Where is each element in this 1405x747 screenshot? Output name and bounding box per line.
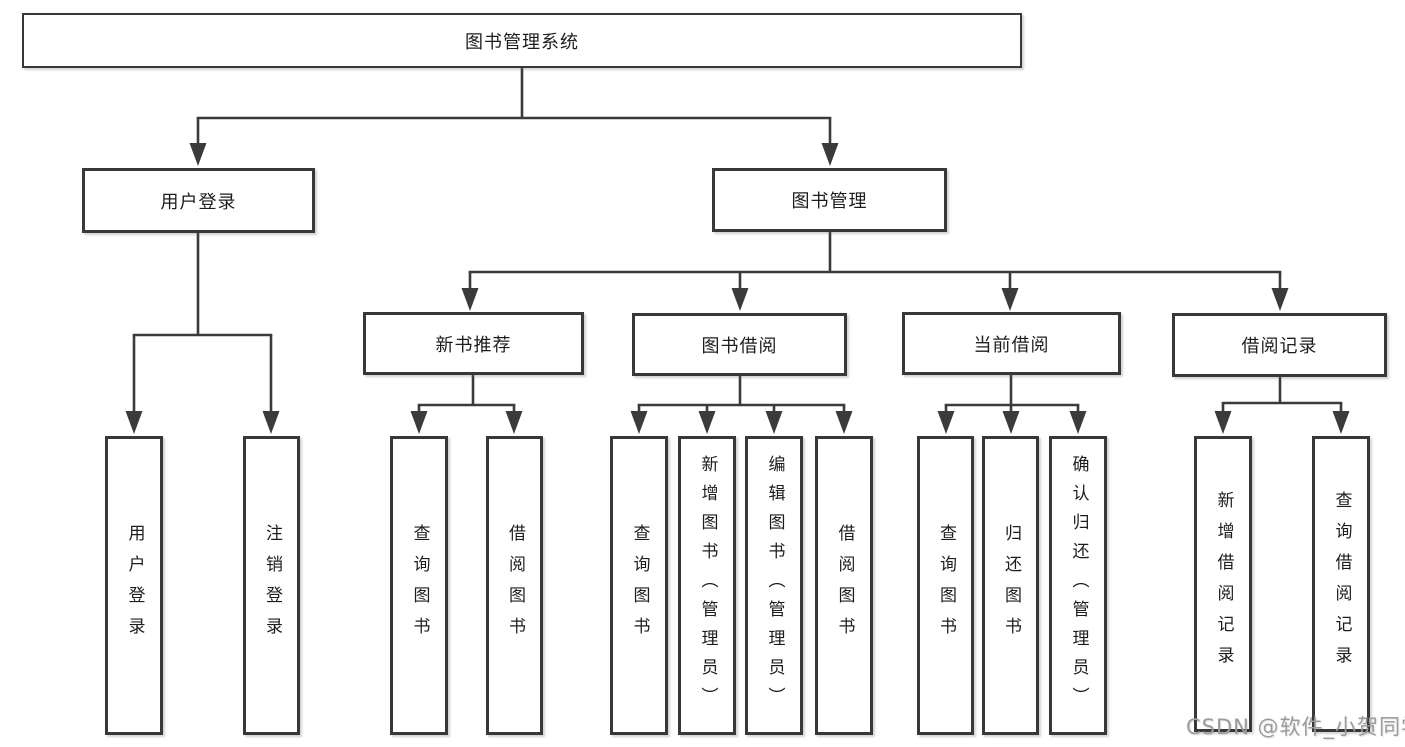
node-book-management: 图书管理 (712, 168, 947, 232)
leaf-br-query-record: 查询借阅记录 (1312, 436, 1370, 732)
node-label: 新增借阅记录 (1213, 491, 1234, 677)
node-label: 查询图书 (629, 523, 650, 648)
node-borrowing-records: 借阅记录 (1172, 313, 1387, 377)
node-label: 查询借阅记录 (1331, 491, 1352, 677)
leaf-cb-return-book: 归还图书 (982, 436, 1039, 735)
node-label: 借阅记录 (1241, 336, 1318, 357)
node-label: 图书管理 (791, 191, 868, 212)
node-label: 用户登录 (124, 523, 145, 648)
node-label: 新增图书（管理员） (697, 455, 718, 716)
node-label: 图书借阅 (701, 335, 778, 357)
leaf-nbr-query-book: 查询图书 (390, 436, 448, 735)
node-label: 用户登录 (160, 191, 237, 213)
node-label: 借阅图书 (834, 523, 855, 648)
leaf-bb-add-book-admin: 新增图书（管理员） (678, 436, 736, 735)
leaf-user-login: 用户登录 (105, 436, 163, 735)
node-new-book-recommend: 新书推荐 (363, 312, 584, 375)
leaf-bb-query-book: 查询图书 (610, 436, 668, 735)
node-book-borrowing: 图书借阅 (632, 313, 847, 376)
leaf-cb-confirm-return-admin: 确认归还（管理员） (1049, 436, 1107, 735)
leaf-bb-borrow-book: 借阅图书 (815, 436, 873, 735)
node-label: 新书推荐 (435, 334, 512, 356)
node-label: 确认归还（管理员） (1068, 455, 1089, 716)
node-library-management-system: 图书管理系统 (22, 13, 1022, 68)
node-label: 图书管理系统 (465, 31, 579, 53)
leaf-bb-edit-book-admin: 编辑图书（管理员） (745, 436, 803, 735)
node-label: 查询图书 (409, 523, 430, 648)
leaf-cb-query-book: 查询图书 (917, 436, 974, 735)
node-label: 查询图书 (936, 523, 956, 648)
node-label: 当前借阅 (973, 334, 1050, 356)
leaf-logout: 注销登录 (243, 436, 300, 735)
leaf-br-add-record: 新增借阅记录 (1194, 436, 1252, 732)
leaf-nbr-borrow-book: 借阅图书 (486, 436, 543, 735)
node-user-login: 用户登录 (82, 168, 315, 233)
node-label: 归还图书 (1001, 523, 1021, 648)
node-label: 编辑图书（管理员） (764, 455, 785, 716)
node-current-borrowing: 当前借阅 (902, 312, 1121, 375)
node-label: 借阅图书 (505, 523, 525, 648)
node-label: 注销登录 (262, 523, 282, 648)
csdn-watermark: CSDN @软件_小贺同学 (1186, 715, 1405, 739)
